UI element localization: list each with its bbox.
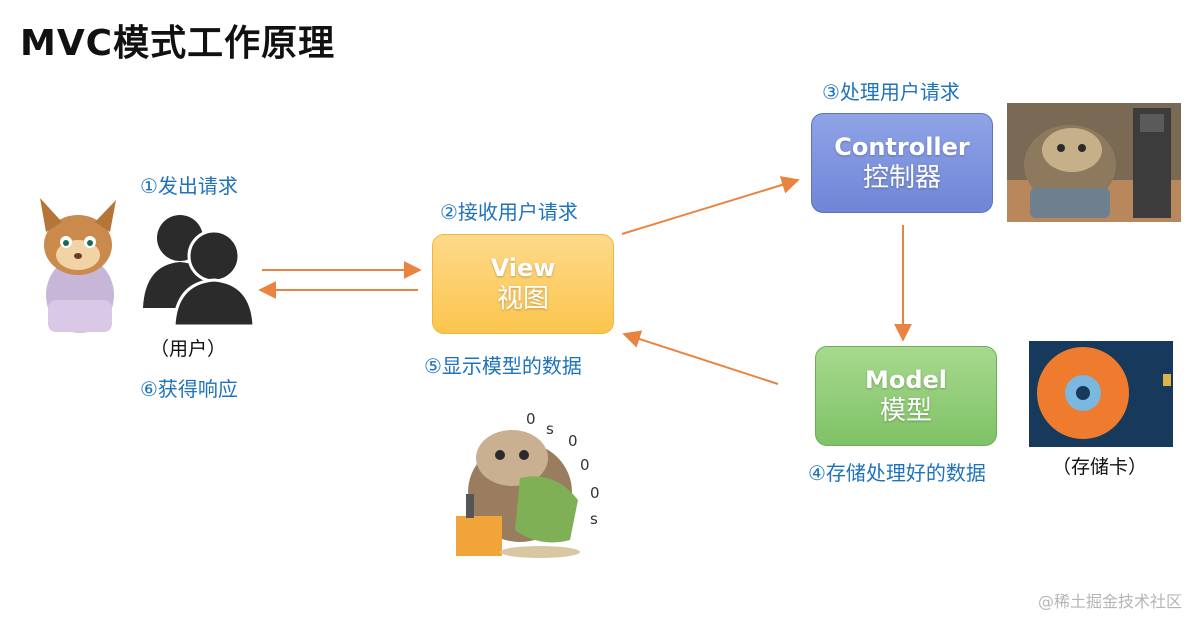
sloth-laptop-icon: 0 s 0 0 0 s [456, 410, 600, 558]
model-title-en: Model [864, 365, 948, 394]
svg-text:0: 0 [590, 484, 600, 502]
svg-text:s: s [590, 510, 598, 528]
page-title: MVC模式工作原理 [20, 23, 336, 64]
arrow-view-to-controller [621, 176, 800, 235]
svg-text:0: 0 [526, 410, 536, 428]
step-get-response: ⑥获得响应 [140, 377, 238, 401]
cartoon-character-icon [40, 198, 116, 333]
controller-title-en: Controller [834, 132, 970, 161]
users-icon [143, 215, 256, 328]
svg-text:0: 0 [568, 432, 578, 450]
watermark: @稀土掘金技术社区 [1037, 592, 1182, 611]
sloth-photo [1007, 103, 1181, 222]
svg-text:s: s [546, 420, 554, 438]
storage-card-icon [1029, 341, 1173, 447]
controller-box: Controller 控制器 [811, 113, 993, 213]
view-title-zh: 视图 [496, 283, 549, 314]
storage-label: （存储卡） [1052, 456, 1148, 478]
model-box: Model 模型 [815, 346, 997, 446]
step-process-request: ③处理用户请求 [822, 80, 960, 104]
model-title-zh: 模型 [879, 395, 932, 426]
svg-text:0: 0 [580, 456, 590, 474]
arrow-model-to-view [622, 330, 779, 385]
step-store-data: ④存储处理好的数据 [808, 461, 986, 485]
step-receive-request: ②接收用户请求 [440, 200, 578, 224]
view-title-en: View [490, 253, 556, 282]
view-box: View 视图 [432, 234, 614, 334]
user-label: （用户） [150, 338, 227, 360]
step-send-request: ①发出请求 [140, 174, 238, 198]
controller-title-zh: 控制器 [862, 162, 941, 193]
step-display-data: ⑤显示模型的数据 [424, 354, 582, 378]
